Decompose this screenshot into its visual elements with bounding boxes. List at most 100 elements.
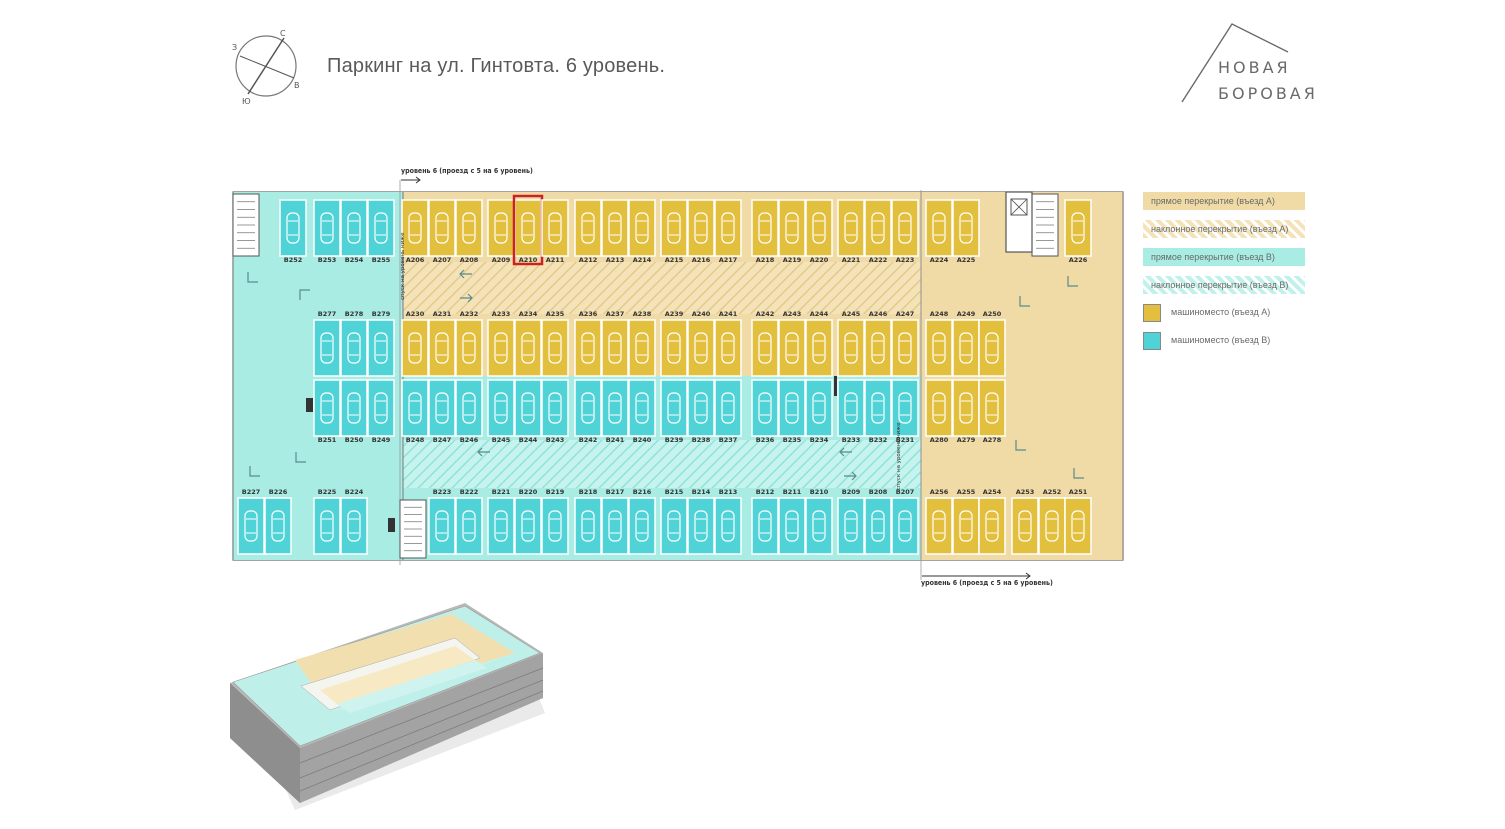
parking-spot	[512, 194, 544, 266]
spot-label: B223	[433, 488, 452, 496]
parking-spot	[487, 497, 515, 555]
car-icon	[1018, 510, 1032, 542]
car-icon	[635, 332, 649, 364]
stairwell-left	[232, 193, 260, 257]
spot-box	[751, 319, 779, 377]
parking-spot	[864, 379, 892, 437]
car-icon	[898, 212, 912, 244]
parking-spot	[751, 497, 779, 555]
spot-box	[778, 379, 806, 437]
parking-spot	[487, 319, 515, 377]
car-icon	[435, 510, 449, 542]
spot-label: B212	[756, 488, 775, 496]
parking-spot	[660, 319, 688, 377]
level-arrow	[922, 572, 1031, 580]
spot-label: B240	[633, 436, 652, 444]
parking-spot	[805, 319, 833, 377]
spot-label: B218	[579, 488, 598, 496]
spot-box	[313, 199, 341, 257]
parking-spot	[601, 319, 629, 377]
spot-label: A253	[1016, 488, 1035, 496]
parking-spot	[340, 497, 368, 555]
stairwell-right	[1031, 193, 1059, 257]
parking-spot	[714, 379, 742, 437]
spot-label: A233	[492, 310, 511, 318]
level-arrow	[401, 176, 421, 184]
car-icon	[548, 212, 562, 244]
spot-label: B279	[372, 310, 391, 318]
spot-box	[925, 497, 953, 555]
spot-box	[925, 319, 953, 377]
parking-spot	[628, 199, 656, 257]
car-icon	[1071, 510, 1085, 542]
spot-box	[660, 379, 688, 437]
spot-label: B216	[633, 488, 652, 496]
spot-label: A212	[579, 256, 598, 264]
spot-box	[687, 199, 715, 257]
parking-spot	[455, 319, 483, 377]
spot-box	[279, 199, 307, 257]
spot-box	[1011, 497, 1039, 555]
spot-label: B236	[756, 436, 775, 444]
spot-box	[401, 379, 429, 437]
spot-label: A211	[546, 256, 565, 264]
spot-box	[864, 497, 892, 555]
spot-box	[660, 199, 688, 257]
spot-box	[891, 319, 919, 377]
car-icon	[462, 212, 476, 244]
legend-item: машиноместо (въезд В)	[1143, 332, 1305, 352]
corner-arrow-path	[1073, 468, 1084, 479]
car-icon	[347, 510, 361, 542]
car-icon	[608, 212, 622, 244]
parking-spot	[660, 497, 688, 555]
spot-label: A225	[957, 256, 976, 264]
spot-box	[401, 319, 429, 377]
car-icon	[844, 510, 858, 542]
car-icon	[581, 212, 595, 244]
spot-label: B245	[492, 436, 511, 444]
direction-arrow	[477, 447, 490, 457]
car-icon	[758, 510, 772, 542]
spot-box	[487, 199, 515, 257]
parking-spot	[367, 379, 395, 437]
parking-spot	[837, 319, 865, 377]
car-icon	[462, 332, 476, 364]
spot-box	[601, 497, 629, 555]
spot-box	[428, 199, 456, 257]
spot-box	[952, 199, 980, 257]
parking-spot	[313, 319, 341, 377]
car-icon	[898, 510, 912, 542]
spot-box	[714, 379, 742, 437]
spot-box	[805, 497, 833, 555]
car-icon	[959, 332, 973, 364]
spot-box	[541, 379, 569, 437]
spot-label: B238	[692, 436, 711, 444]
spot-box	[714, 199, 742, 257]
parking-spot	[805, 379, 833, 437]
parking-spot	[1038, 497, 1066, 555]
parking-spot	[628, 497, 656, 555]
parking-spot	[514, 379, 542, 437]
car-icon	[871, 212, 885, 244]
car-icon	[635, 392, 649, 424]
spot-label: B249	[372, 436, 391, 444]
car-icon	[374, 212, 388, 244]
car-icon	[494, 332, 508, 364]
car-icon	[667, 332, 681, 364]
corner-arrow-path	[295, 452, 306, 463]
compass-letter: С	[280, 29, 286, 38]
spot-label: A237	[606, 310, 625, 318]
parking-spot	[925, 497, 953, 555]
spot-label: A251	[1069, 488, 1088, 496]
car-icon	[812, 332, 826, 364]
spot-box	[487, 497, 515, 555]
car-icon	[871, 332, 885, 364]
spot-box	[778, 319, 806, 377]
car-icon	[244, 510, 258, 542]
car-icon	[694, 392, 708, 424]
spot-label: A219	[783, 256, 802, 264]
car-icon	[812, 392, 826, 424]
car-icon	[320, 392, 334, 424]
parking-spot	[978, 319, 1006, 377]
car-icon	[694, 212, 708, 244]
